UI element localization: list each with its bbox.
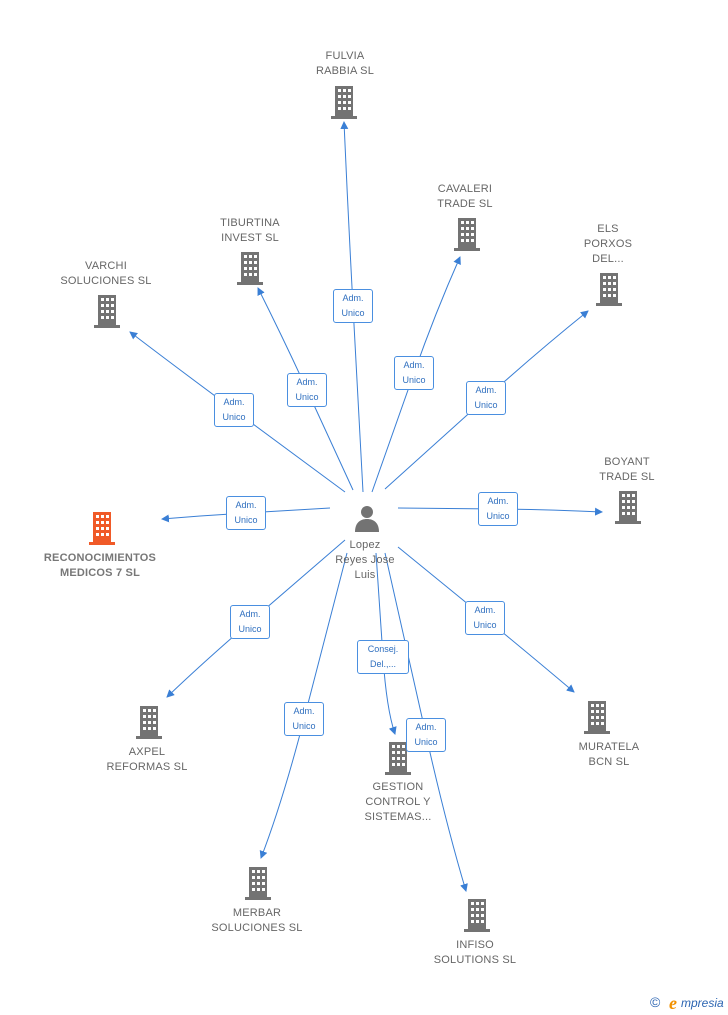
relation-label-line: Adm. (415, 722, 437, 732)
relation-label-axpel[interactable]: Adm. Unico (230, 605, 270, 639)
building-icon[interactable] (584, 701, 610, 734)
relation-label-line: Del.,... (369, 659, 396, 669)
node-label-infiso[interactable]: INFISO SOLUTIONS SL (400, 938, 550, 968)
node-label-line: ELS (597, 223, 619, 235)
center-person-label[interactable]: Lopez Reyes Jose Luis (290, 538, 440, 583)
relation-label-reconocimientos[interactable]: Adm. Unico (226, 496, 266, 530)
node-label-line: SOLUCIONES SL (60, 275, 152, 287)
relation-label-line: Adm. (239, 609, 261, 619)
brand-name: mpresia (681, 996, 724, 1010)
building-icon[interactable] (237, 252, 263, 285)
node-label-line: PORXOS (583, 238, 633, 250)
node-label-line: DEL... (592, 253, 624, 265)
relation-label-line: Unico (473, 620, 497, 630)
node-label-line: TIBURTINA (220, 217, 280, 229)
relation-label-fulvia[interactable]: Adm. Unico (333, 289, 373, 323)
relation-label-line: Consej. (367, 644, 399, 654)
node-label-line: SOLUTIONS SL (433, 954, 517, 966)
node-label-els-porxos[interactable]: ELS PORXOS DEL... (533, 222, 683, 267)
node-label-line: REFORMAS SL (106, 761, 188, 773)
center-name-line: Reyes Jose (335, 554, 395, 566)
relation-label-line: Unico (295, 392, 319, 402)
relation-label-line: Adm. (487, 496, 509, 506)
node-label-line: GESTION (372, 781, 424, 793)
relation-label-line: Unico (222, 412, 246, 422)
node-label-reconocimientos[interactable]: RECONOCIMIENTOS MEDICOS 7 SL (25, 551, 175, 581)
relation-label-line: Unico (292, 721, 316, 731)
node-label-line: TRADE SL (437, 198, 493, 210)
relation-label-line: Adm. (293, 706, 315, 716)
building-icon[interactable] (615, 491, 641, 524)
node-label-line: RABBIA SL (315, 65, 375, 77)
node-label-line: INVEST SL (221, 232, 279, 244)
relation-label-line: Adm. (475, 385, 497, 395)
relation-label-line: Adm. (235, 500, 257, 510)
relation-label-line: Adm. (296, 377, 318, 387)
relation-label-line: Unico (402, 375, 426, 385)
node-label-cavaleri[interactable]: CAVALERI TRADE SL (390, 182, 540, 212)
relation-label-line: Unico (234, 515, 258, 525)
relation-label-line: Unico (414, 737, 438, 747)
node-label-boyant[interactable]: BOYANT TRADE SL (552, 455, 702, 485)
relation-label-boyant[interactable]: Adm. Unico (478, 492, 518, 526)
building-icon[interactable] (89, 512, 115, 545)
relation-label-line: Adm. (342, 293, 364, 303)
relation-label-line: Adm. (474, 605, 496, 615)
relation-label-line: Unico (486, 511, 510, 521)
building-icon[interactable] (596, 273, 622, 306)
relation-label-line: Unico (238, 624, 262, 634)
node-label-tiburtina[interactable]: TIBURTINA INVEST SL (175, 216, 325, 246)
relation-label-line: Unico (341, 308, 365, 318)
relation-label-line: Unico (474, 400, 498, 410)
copyright-symbol: © (650, 994, 661, 1010)
node-label-gestion[interactable]: GESTION CONTROL Y SISTEMAS... (323, 780, 473, 825)
node-label-merbar[interactable]: MERBAR SOLUCIONES SL (182, 906, 332, 936)
building-icon[interactable] (464, 899, 490, 932)
relation-label-els-porxos[interactable]: Adm. Unico (466, 381, 506, 415)
node-label-line: TRADE SL (599, 471, 655, 483)
relation-label-line: Adm. (223, 397, 245, 407)
building-icon[interactable] (331, 86, 357, 119)
brand-initial: e (669, 993, 677, 1013)
relation-label-varchi[interactable]: Adm. Unico (214, 393, 254, 427)
node-label-muratela[interactable]: MURATELA BCN SL (534, 740, 684, 770)
node-label-line: MURATELA (578, 741, 640, 753)
node-label-line: CONTROL Y (365, 796, 431, 808)
node-label-line: AXPEL (128, 746, 166, 758)
node-label-line: RECONOCIMIENTOS (43, 552, 157, 564)
node-label-fulvia[interactable]: FULVIA RABBIA SL (270, 49, 420, 79)
center-name-line: Lopez (349, 539, 381, 551)
node-label-line: FULVIA (325, 50, 365, 62)
node-label-line: MERBAR (232, 907, 282, 919)
empresia-logo: © e mpresia (650, 993, 728, 1014)
relation-label-gestion[interactable]: Consej. Del.,... (357, 640, 409, 674)
node-label-line: INFISO (456, 939, 494, 951)
building-icon[interactable] (454, 218, 480, 251)
building-icon[interactable] (136, 706, 162, 739)
building-icon[interactable] (94, 295, 120, 328)
node-label-line: MEDICOS 7 SL (59, 567, 141, 579)
node-label-line: CAVALERI (437, 183, 493, 195)
person-icon[interactable] (355, 506, 379, 532)
center-name-line: Luis (354, 569, 376, 581)
node-label-line: SOLUCIONES SL (211, 922, 303, 934)
node-label-axpel[interactable]: AXPEL REFORMAS SL (72, 745, 222, 775)
node-label-line: BCN SL (588, 756, 630, 768)
node-label-varchi[interactable]: VARCHI SOLUCIONES SL (31, 259, 181, 289)
node-label-line: BOYANT (604, 456, 650, 468)
building-icon[interactable] (245, 867, 271, 900)
relation-label-infiso[interactable]: Adm. Unico (406, 718, 446, 752)
relation-label-muratela[interactable]: Adm. Unico (465, 601, 505, 635)
relation-label-cavaleri[interactable]: Adm. Unico (394, 356, 434, 390)
node-label-line: VARCHI (85, 260, 127, 272)
node-label-line: SISTEMAS... (364, 811, 432, 823)
relation-label-merbar[interactable]: Adm. Unico (284, 702, 324, 736)
relation-label-line: Adm. (403, 360, 425, 370)
relation-label-tiburtina[interactable]: Adm. Unico (287, 373, 327, 407)
